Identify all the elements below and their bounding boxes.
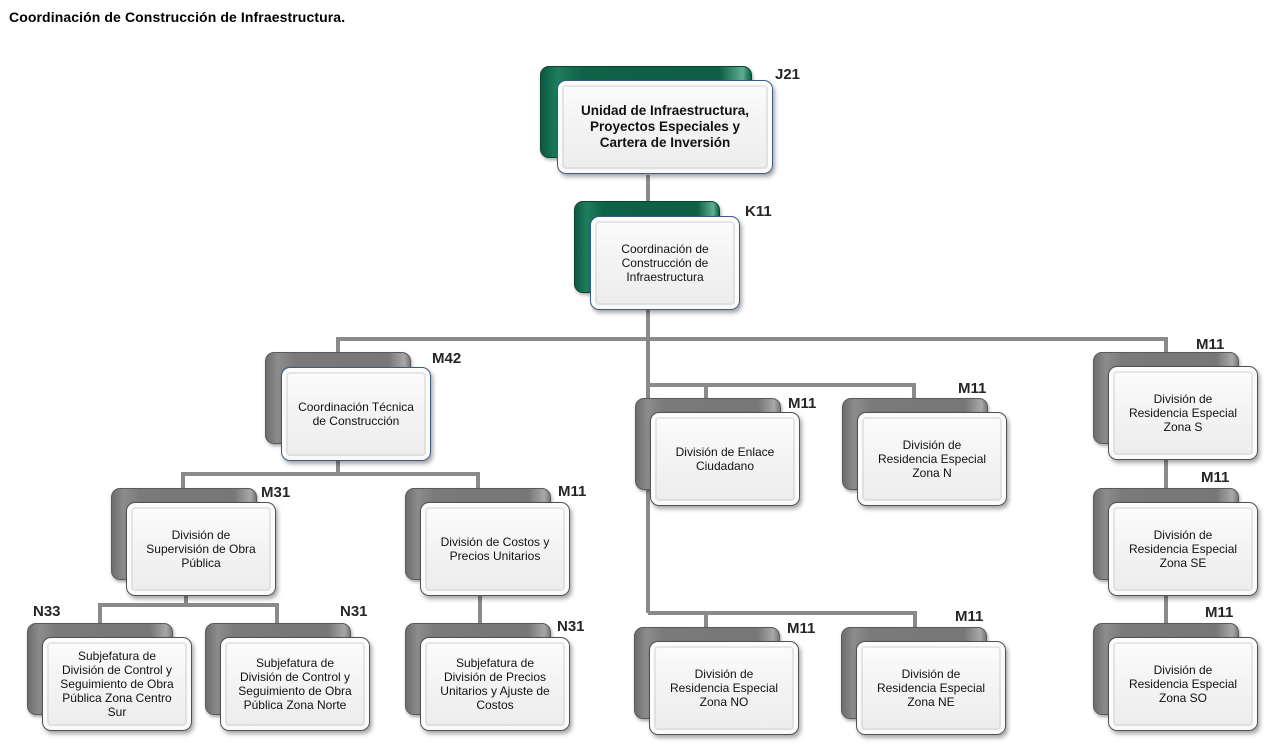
- node-code: M11: [1205, 604, 1234, 621]
- node-code: M11: [788, 395, 817, 412]
- node-code: M11: [958, 380, 987, 397]
- node-label: División de Supervisión de Obra Pública: [146, 528, 256, 570]
- org-node-subjefatura-centro-sur[interactable]: Subjefatura de División de Control y Seg…: [27, 623, 195, 733]
- node-box: Coordinación Técnica de Construcción: [281, 367, 431, 461]
- node-label: Coordinación de Construcción de Infraest…: [621, 242, 709, 284]
- org-node-residencia-so[interactable]: División de Residencia Especial Zona SO: [1093, 623, 1261, 733]
- org-node-residencia-n[interactable]: División de Residencia Especial Zona N: [842, 398, 1010, 508]
- node-box: División de Supervisión de Obra Pública: [126, 502, 276, 596]
- node-box: Subjefatura de División de Precios Unita…: [420, 637, 570, 731]
- org-node-division-costos[interactable]: División de Costos y Precios Unitarios: [405, 488, 573, 598]
- node-box: División de Residencia Especial Zona NO: [649, 641, 799, 735]
- org-node-division-supervision[interactable]: División de Supervisión de Obra Pública: [111, 488, 279, 598]
- node-code: N31: [557, 618, 585, 635]
- org-node-unidad-infraestructura[interactable]: Unidad de Infraestructura, Proyectos Esp…: [540, 66, 776, 178]
- node-label: Subjefatura de División de Control y Seg…: [60, 649, 174, 719]
- node-box: División de Residencia Especial Zona SE: [1108, 502, 1258, 596]
- org-node-residencia-ne[interactable]: División de Residencia Especial Zona NE: [841, 627, 1009, 737]
- node-label: Unidad de Infraestructura, Proyectos Esp…: [580, 103, 750, 150]
- node-label: Subjefatura de División de Precios Unita…: [440, 656, 550, 712]
- node-label: División de Enlace Ciudadano: [675, 445, 775, 473]
- node-code: N31: [340, 603, 368, 620]
- page-title: Coordinación de Construcción de Infraest…: [9, 9, 346, 25]
- node-code: M11: [1201, 469, 1230, 486]
- node-label: División de Residencia Especial Zona S: [1128, 392, 1238, 434]
- connector-k11-bus: [336, 337, 1168, 353]
- node-label: División de Residencia Especial Zona SE: [1128, 528, 1238, 570]
- node-code: J21: [775, 66, 801, 83]
- connector-m42-children: [181, 460, 480, 489]
- org-node-residencia-se[interactable]: División de Residencia Especial Zona SE: [1093, 488, 1261, 598]
- connector-m31-children: [98, 595, 279, 623]
- node-label: Coordinación Técnica de Construcción: [298, 400, 414, 428]
- org-node-residencia-no[interactable]: División de Residencia Especial Zona NO: [634, 627, 802, 737]
- org-node-division-enlace[interactable]: División de Enlace Ciudadano: [635, 398, 803, 508]
- node-box: División de Residencia Especial Zona S: [1108, 366, 1258, 460]
- node-box: Subjefatura de División de Control y Seg…: [42, 637, 192, 731]
- node-box: División de Costos y Precios Unitarios: [420, 502, 570, 596]
- node-code: M11: [1196, 336, 1225, 353]
- node-box: División de Residencia Especial Zona SO: [1108, 637, 1258, 731]
- node-code: M11: [955, 608, 984, 625]
- connector-low-bus: [648, 611, 917, 628]
- node-code: M11: [558, 483, 587, 500]
- org-node-coordinacion-construccion[interactable]: Coordinación de Construcción de Infraest…: [574, 201, 742, 311]
- org-node-coordinacion-tecnica[interactable]: Coordinación Técnica de Construcción: [265, 352, 433, 462]
- connector-mid-bus: [648, 383, 916, 400]
- node-label: División de Residencia Especial Zona SO: [1128, 663, 1238, 705]
- node-code: M42: [432, 350, 462, 367]
- node-label: División de Residencia Especial Zona NO: [669, 667, 779, 709]
- org-node-subjefatura-norte[interactable]: Subjefatura de División de Control y Seg…: [205, 623, 373, 733]
- node-label: División de Costos y Precios Unitarios: [440, 535, 550, 563]
- node-code: M31: [261, 484, 291, 501]
- node-box: Subjefatura de División de Control y Seg…: [220, 637, 370, 731]
- org-node-residencia-s[interactable]: División de Residencia Especial Zona S: [1093, 352, 1261, 462]
- node-box: División de Residencia Especial Zona N: [857, 412, 1007, 506]
- node-box: División de Residencia Especial Zona NE: [856, 641, 1006, 735]
- node-code: N33: [33, 603, 61, 620]
- node-label: División de Residencia Especial Zona NE: [876, 667, 986, 709]
- node-code: M11: [787, 620, 816, 637]
- org-node-subjefatura-precios[interactable]: Subjefatura de División de Precios Unita…: [405, 623, 573, 733]
- node-label: Subjefatura de División de Control y Seg…: [238, 656, 352, 712]
- node-code: K11: [745, 203, 772, 220]
- node-box: Unidad de Infraestructura, Proyectos Esp…: [557, 80, 773, 174]
- node-label: División de Residencia Especial Zona N: [877, 438, 987, 480]
- node-box: División de Enlace Ciudadano: [650, 412, 800, 506]
- node-box: Coordinación de Construcción de Infraest…: [590, 216, 740, 310]
